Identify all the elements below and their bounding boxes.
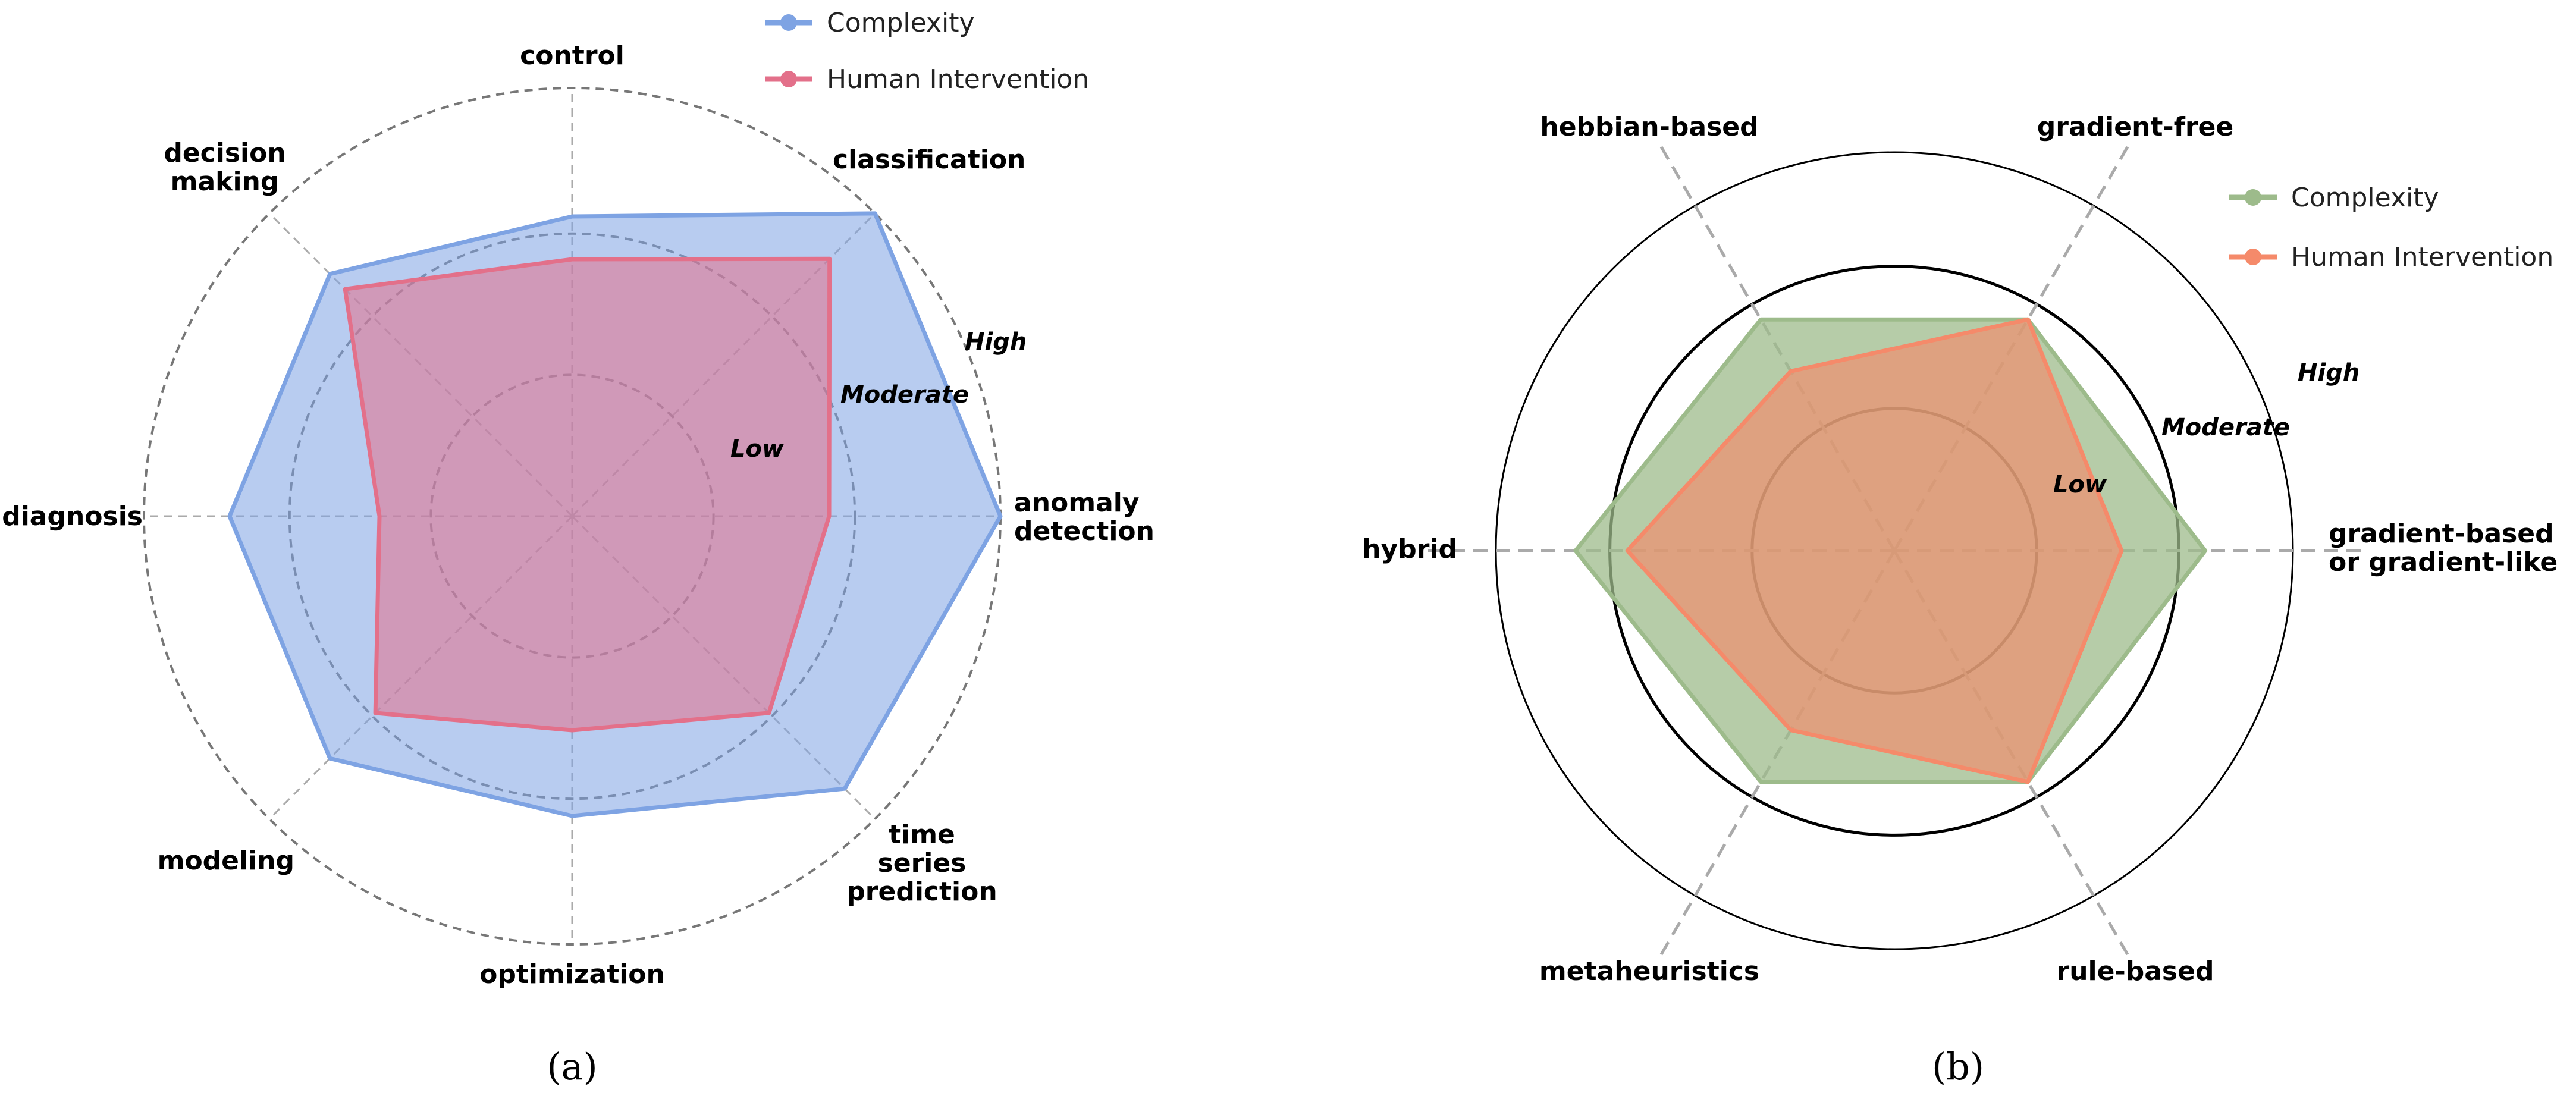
axis-label-optimization: optimization <box>479 959 665 990</box>
series-human-intervention-area <box>1625 317 2124 784</box>
axis-label-classification: classification <box>833 145 1025 175</box>
level-label-moderate: Moderate <box>840 381 969 409</box>
axis-label-gradient-free: gradient-free <box>2037 112 2233 142</box>
caption-b: (b) <box>1932 1045 1984 1088</box>
legend-label-complexity: Complexity <box>2291 183 2439 213</box>
legend-label-complexity: Complexity <box>827 8 975 38</box>
axis-label-hybrid: hybrid <box>1362 534 1457 564</box>
axis-label-control: control <box>520 40 625 71</box>
legend-marker-human-intervention <box>2245 249 2261 265</box>
level-label-moderate: Moderate <box>2161 414 2290 441</box>
radar-b-level-labels: Low Moderate High <box>2053 359 2359 498</box>
axis-label-metaheuristics: metaheuristics <box>1539 956 1759 987</box>
level-label-low: Low <box>2053 471 2107 498</box>
level-label-high: High <box>965 328 1027 356</box>
level-label-high: High <box>2298 359 2359 387</box>
axis-label-modeling: modeling <box>158 846 294 876</box>
legend-label-human-intervention: Human Intervention <box>827 64 1089 95</box>
series-human-intervention-area <box>343 256 832 733</box>
axis-label-diagnosis: diagnosis <box>2 501 143 532</box>
legend-label-human-intervention: Human Intervention <box>2291 242 2553 272</box>
legend-marker-complexity <box>780 14 797 31</box>
legend-marker-human-intervention <box>780 71 797 87</box>
radar-a-series <box>227 211 1003 818</box>
radar-b-series <box>1573 317 2208 784</box>
level-label-low: Low <box>730 435 785 463</box>
axis-label-rule-based: rule-based <box>2057 956 2214 987</box>
caption-a: (a) <box>547 1045 597 1088</box>
radar-a-level-labels: Low Moderate High <box>730 328 1027 463</box>
axis-label-hebbian-based: hebbian-based <box>1540 112 1758 142</box>
legend-marker-complexity <box>2245 189 2261 206</box>
